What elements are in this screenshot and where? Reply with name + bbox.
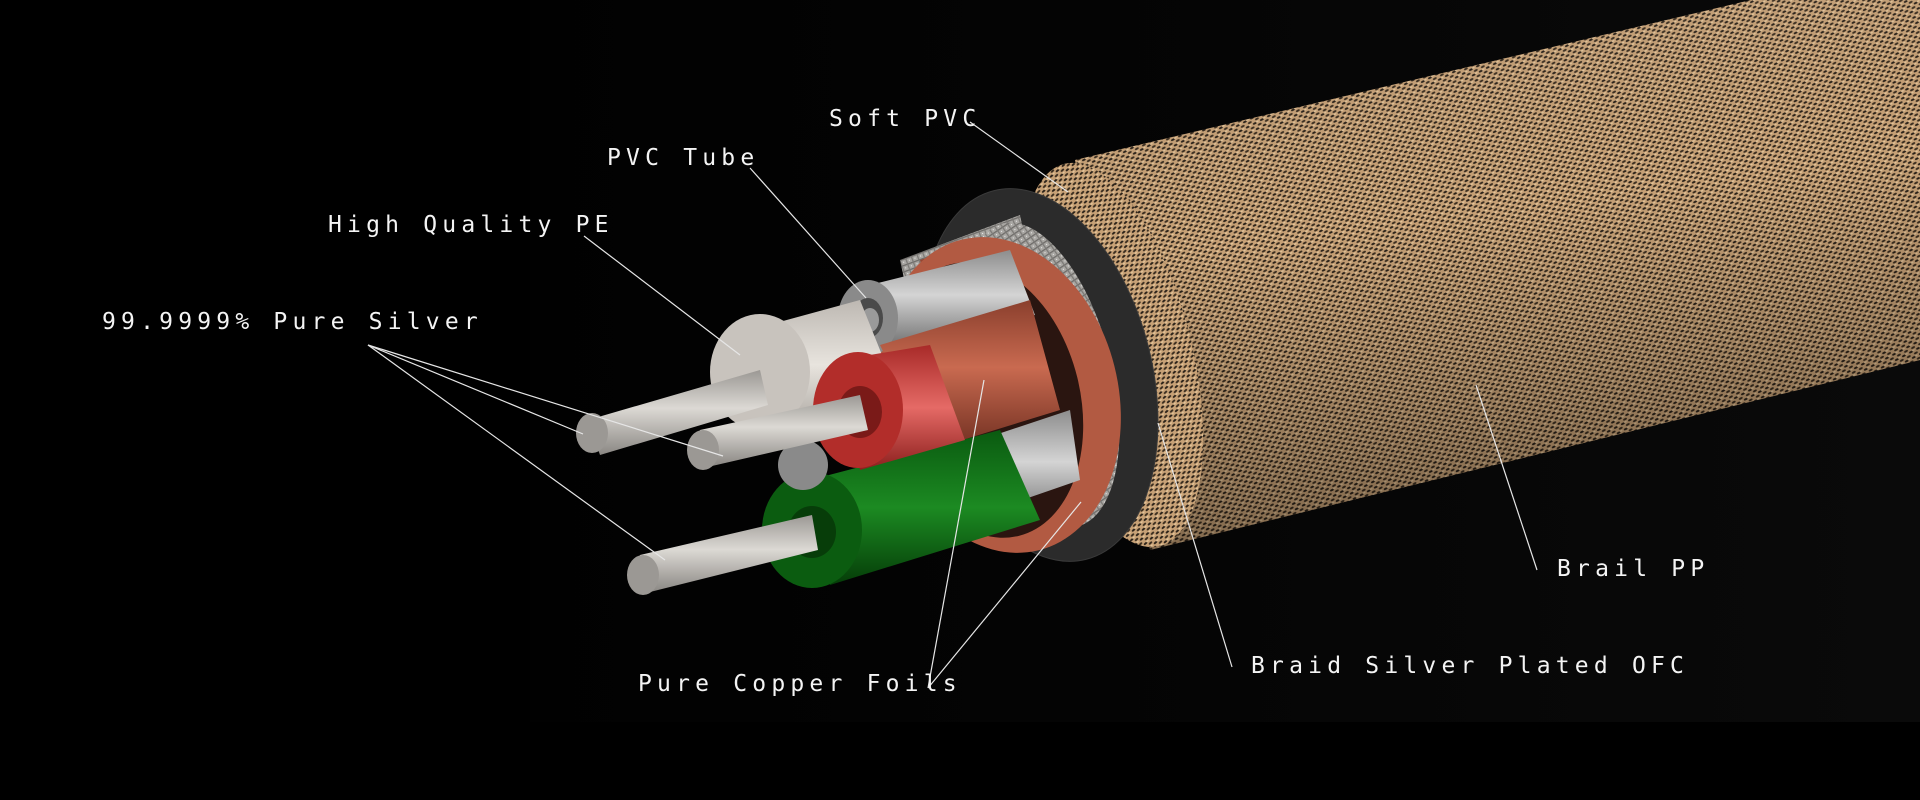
leader-braid	[1157, 422, 1233, 668]
leader-pvc-tube	[749, 167, 867, 299]
label-soft-pvc: Soft PVC	[829, 106, 982, 132]
leader-soft-pvc	[969, 121, 1069, 193]
label-pure-copper-foils: Pure Copper Foils	[638, 671, 962, 697]
leader-copper-2	[927, 501, 1082, 689]
leader-lines	[367, 121, 1538, 689]
label-pure-silver: 99.9999% Pure Silver	[102, 309, 483, 335]
leader-silver-3	[367, 344, 666, 561]
label-pvc-tube: PVC Tube	[607, 145, 760, 171]
label-braid-silver-plated-ofc: Braid Silver Plated OFC	[1251, 653, 1690, 679]
leader-silver-2	[367, 344, 724, 457]
silver-conductor-3	[627, 515, 818, 595]
inner-ring	[778, 440, 828, 490]
silver-conductor-1	[576, 370, 768, 455]
label-brail-pp: Brail PP	[1557, 556, 1710, 582]
leader-copper-1	[927, 379, 985, 689]
label-high-quality-pe: High Quality PE	[328, 212, 614, 238]
leader-brail-pp	[1475, 384, 1538, 571]
leader-silver-1	[367, 344, 584, 435]
leader-pe	[583, 235, 741, 356]
